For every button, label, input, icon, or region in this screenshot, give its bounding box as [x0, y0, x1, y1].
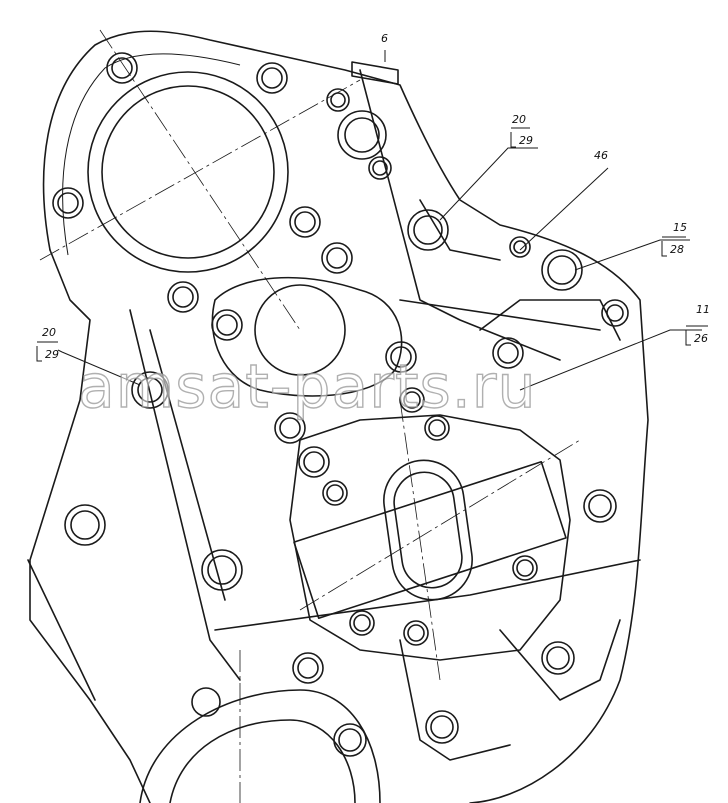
bolt-11: [385, 341, 417, 373]
callout-46: 46: [594, 149, 608, 162]
callout-20-top: 20: [512, 113, 526, 126]
bolt-12: [399, 387, 425, 413]
bolt-6: [326, 88, 350, 112]
bolt-5: [167, 281, 199, 313]
bolt-30: [349, 610, 375, 636]
bolt-24: [601, 299, 629, 327]
bolt-17: [64, 504, 106, 546]
bolt-7: [368, 156, 392, 180]
bolt-23: [492, 337, 524, 369]
bolt-heads: [52, 52, 629, 757]
bolt-21: [541, 641, 575, 675]
bolt-14: [424, 415, 450, 441]
bolt-31: [333, 723, 367, 757]
bolt-2: [256, 62, 288, 94]
housing-outline: [27, 30, 649, 803]
bolt-10: [211, 309, 243, 341]
bolt-22: [583, 489, 617, 523]
bolt-32: [191, 687, 221, 717]
callout-29-left-bottom: 29: [45, 348, 59, 361]
bolt-29: [403, 620, 429, 646]
callout-labels: 6 20 29 46 15 28 11 26 20 29: [36, 32, 710, 362]
bolt-3: [52, 187, 84, 219]
callout-29-bottom: 29: [519, 134, 533, 147]
bolt-27: [322, 480, 348, 506]
bolt-16: [131, 371, 169, 409]
middle-bore: [211, 276, 403, 397]
callout-11: 11: [696, 303, 710, 316]
bolt-19: [292, 652, 324, 684]
pump-body: [289, 399, 581, 681]
bolt-9: [321, 242, 353, 274]
leader-lines: [57, 50, 702, 391]
housing-ribs: [129, 69, 641, 761]
bolt-15: [298, 446, 330, 478]
callout-28-bottom: 28: [670, 243, 684, 256]
callout-20-left-top: 20: [42, 326, 56, 339]
lower-flange: [139, 650, 381, 803]
top-boss: [337, 61, 399, 160]
bolt-26: [509, 236, 531, 258]
bolt-4: [289, 206, 321, 238]
callout-15-top: 15: [673, 221, 687, 234]
upper-bore: [39, 29, 361, 331]
bolt-8: [407, 209, 449, 251]
bolt-28: [512, 555, 538, 581]
bolt-1: [106, 52, 138, 84]
callout-26-bottom: 26: [694, 332, 708, 345]
callout-6: 6: [381, 32, 388, 45]
bolt-18: [201, 549, 243, 591]
bolt-13: [274, 412, 306, 444]
bolt-20: [425, 710, 459, 744]
